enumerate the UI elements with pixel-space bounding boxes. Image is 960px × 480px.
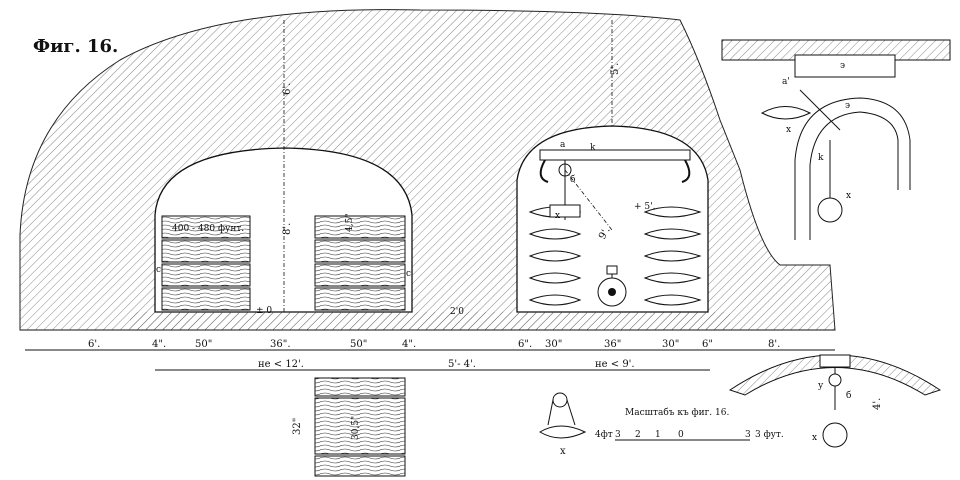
letter-x: x [555, 211, 560, 221]
figure-title: Фиг. 16. [33, 36, 118, 57]
dim-50a: 50" [195, 339, 212, 350]
letter-k: k [590, 143, 596, 153]
upper-letter-z: а' [782, 77, 790, 87]
span-right: не < 9'. [595, 359, 635, 370]
dim-4b: 4". [402, 339, 416, 350]
dim-36b: 36" [604, 339, 621, 350]
plus-zero: ± 0 [256, 306, 272, 316]
scale-title: Масштабъ къ фиг. 16. [625, 407, 729, 418]
height-right-arch: 9'. [597, 225, 613, 241]
dim-6c: 6" [702, 339, 713, 350]
pulley-detail [539, 392, 587, 439]
scale-tick-3a: 3 [615, 430, 621, 440]
box-32: 32" [292, 418, 303, 435]
scale-tick-0: 0 [678, 430, 684, 440]
stack-height-label: 4,5" [345, 214, 355, 232]
detail-hoist [819, 354, 851, 448]
two-o: 2'0 [450, 307, 464, 317]
winch [597, 265, 627, 307]
dim-4a: 4". [152, 339, 166, 350]
dim-36a: 36". [270, 339, 291, 350]
detail-letter-x: x [812, 433, 817, 443]
dim-6b: 6". [518, 339, 532, 350]
span-mid: 5'- 4'. [448, 359, 476, 370]
detail-arch [728, 354, 942, 396]
letter-a: а [560, 140, 566, 150]
upper-letter-x2: x [846, 191, 851, 201]
dim-6a: 6'. [88, 339, 100, 350]
scale-tick-3b: 3 [745, 430, 751, 440]
projectile-stack-right [643, 206, 702, 306]
dim-8: 8'. [768, 339, 780, 350]
dim-50b: 50" [350, 339, 367, 350]
box-30: 30,5" [351, 416, 361, 440]
left-stack [161, 215, 251, 311]
height-top-left: 6'. [282, 83, 293, 95]
span-left: не < 12'. [258, 359, 304, 370]
detail-letter-y: у [818, 381, 824, 391]
upper-letter-k: k [818, 153, 824, 163]
scale-tick-2: 2 [635, 430, 641, 440]
detail-height: 4'. [872, 398, 883, 410]
dim-30b: 30" [662, 339, 679, 350]
height-left-arch: 8'. [282, 223, 293, 235]
letter-c-left: c [156, 265, 161, 275]
height-top-right: 5'. [610, 63, 621, 75]
letter-c-right: c [406, 269, 411, 279]
scale-unit-right: 3 фут. [755, 430, 784, 440]
scale-tick-1: 1 [655, 430, 661, 440]
upper-letter-x: x [786, 125, 791, 135]
floor-band [130, 312, 730, 330]
masonry-body [19, 9, 836, 331]
upper-letter-e2: э [845, 101, 850, 111]
scale-unit-left: 4фт [595, 430, 613, 440]
dim-30a: 30" [545, 339, 562, 350]
middle-stack [314, 215, 406, 311]
upper-detail [721, 39, 951, 240]
plan-box [314, 377, 406, 477]
plus-five: + 5'. [634, 202, 656, 212]
detail-letter-b: б [846, 390, 851, 401]
upper-letter-e1: э [840, 61, 845, 71]
letter-x-lower: x [560, 446, 566, 457]
stack-weight-label: 400 - 480 фунт. [172, 224, 244, 234]
overhead-rail [539, 149, 691, 220]
